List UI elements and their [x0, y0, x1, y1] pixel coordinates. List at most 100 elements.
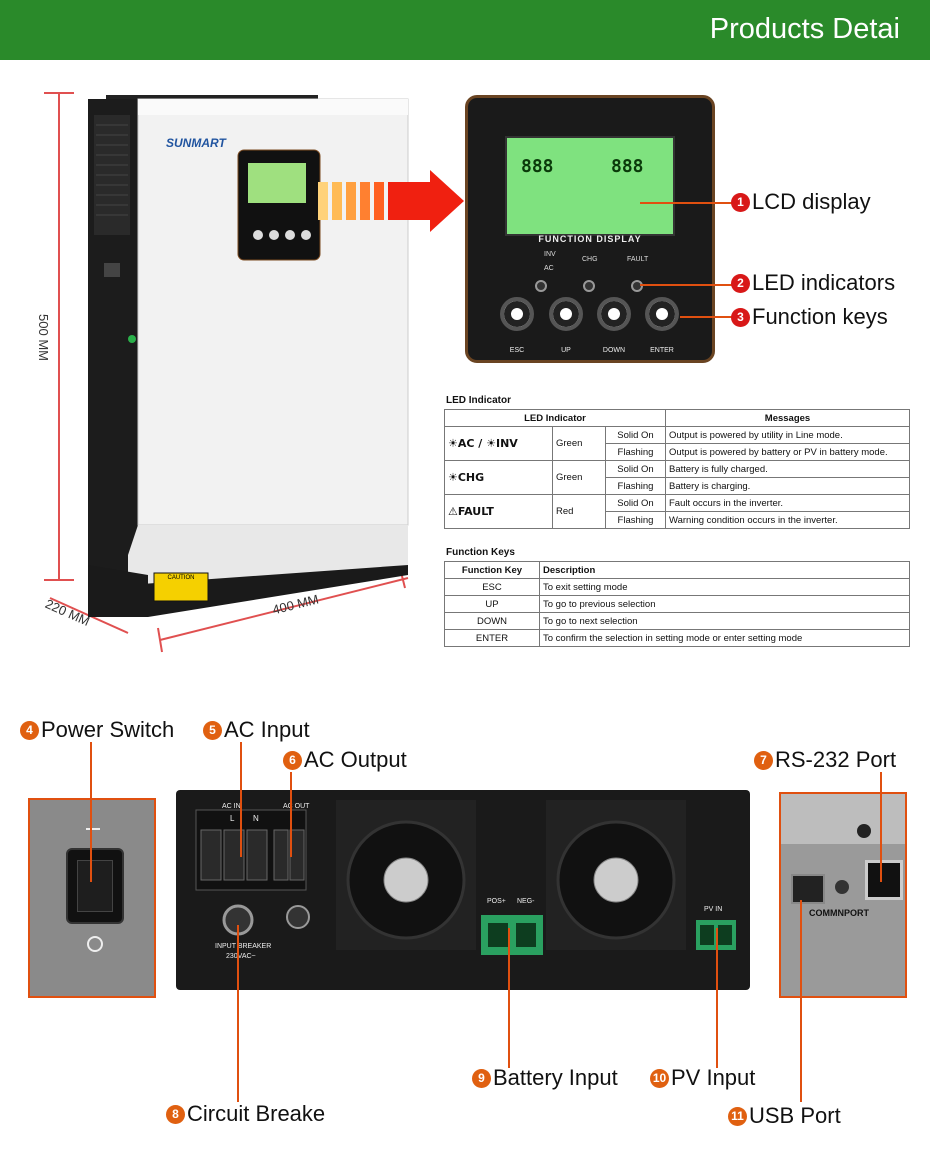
callout-label: Battery Input [493, 1065, 618, 1090]
breaker-rating-label: 230VAC~ [226, 953, 256, 960]
callout-label: Circuit Breake [187, 1101, 326, 1126]
callout-label: AC Output [304, 747, 407, 772]
table-header: Messages [665, 409, 910, 427]
table-cell: Battery is fully charged. [665, 460, 910, 478]
callout-label: PV Input [671, 1065, 756, 1090]
table-row: LED Indicator Messages [444, 409, 910, 427]
power-switch[interactable] [66, 848, 124, 924]
callout-label: AC Input [224, 717, 310, 742]
callout-line-4 [90, 742, 92, 882]
dim-tick-top [44, 92, 74, 94]
callout-number: 9 [472, 1068, 491, 1088]
table-row: ☀AC / ☀INV Green Solid On Output is powe… [444, 426, 910, 461]
table-row: DOWN To go to next selection [444, 612, 910, 630]
table-cell: ⚠FAULT [444, 494, 553, 529]
callout-line-7 [880, 772, 882, 882]
callout-line-9 [508, 928, 510, 1068]
keys-table-title: Function Keys [446, 547, 515, 558]
table-cell: Solid On [605, 426, 666, 444]
neg-label: NEG- [517, 898, 535, 905]
table-row: ⚠FAULT Red Solid On Fault occurs in the … [444, 494, 910, 529]
led-chg-label: CHG [582, 256, 598, 263]
led-fault-indicator [631, 280, 643, 292]
callout-label: RS-232 Port [775, 747, 897, 772]
callout-line-5 [240, 742, 242, 857]
led-chg-indicator [583, 280, 595, 292]
callout-line-2 [640, 284, 732, 286]
callout-label: USB Port [749, 1103, 841, 1128]
ac-out-label: AC OUT [283, 803, 310, 810]
pv-in-label: PV IN [704, 906, 723, 913]
callout-label: Power Switch [41, 717, 175, 742]
usb-port[interactable] [791, 874, 825, 904]
rs232-port[interactable] [865, 860, 903, 900]
led-indicator-table: LED Indicator Messages ☀AC / ☀INV Green … [444, 409, 910, 529]
header-bar: Products Detai [0, 0, 930, 60]
table-cell: ☀CHG [444, 460, 553, 495]
table-cell: Solid On [605, 494, 666, 512]
callout-line-11 [800, 900, 802, 1102]
enter-key[interactable] [645, 297, 679, 331]
table-cell: ☀AC / ☀INV [444, 426, 553, 461]
table-cell: UP [444, 595, 540, 613]
function-display-label: FUNCTION DISPLAY [538, 234, 642, 244]
callout-number: 1 [731, 192, 750, 212]
table-cell: Fault occurs in the inverter. [665, 494, 910, 512]
table-row: Flashing Warning condition occurs in the… [445, 511, 910, 529]
table-cell: Flashing [605, 443, 666, 461]
table-cell: Flashing [605, 477, 666, 495]
led-table-title: LED Indicator [446, 395, 512, 406]
table-header: Description [539, 561, 910, 579]
lcd-digits-left: 888 [521, 156, 554, 177]
callout-number: 10 [650, 1068, 669, 1088]
down-key[interactable] [597, 297, 631, 331]
up-key[interactable] [549, 297, 583, 331]
callout-number: 3 [731, 307, 750, 327]
led-ac-inv-indicator [535, 280, 547, 292]
l-label: L [230, 814, 235, 823]
callout-number: 11 [728, 1106, 747, 1126]
callout-number: 2 [731, 273, 750, 293]
lcd-digits-right: 888 [611, 156, 644, 177]
table-row: Function Key Description [444, 561, 910, 579]
brand-logo: SUNMART [166, 136, 226, 150]
zoom-arrow [318, 170, 464, 232]
function-keys-table: Function Key Description ESC To exit set… [444, 561, 910, 647]
table-cell: To go to previous selection [539, 595, 910, 613]
callout-line-10 [716, 928, 718, 1068]
enter-key-label: ENTER [650, 347, 674, 354]
power-switch-photo [28, 798, 156, 998]
up-key-label: UP [561, 347, 571, 354]
callout-line-6 [290, 772, 292, 857]
callout-number: 7 [754, 750, 773, 770]
led-ac-label: AC [544, 265, 554, 272]
table-row: ☀CHG Green Solid On Battery is fully cha… [444, 460, 910, 495]
table-cell: Green [552, 426, 606, 461]
table-cell: Battery is charging. [665, 477, 910, 495]
table-row: ESC To exit setting mode [444, 578, 910, 596]
commnport-label: COMMNPORT [809, 908, 869, 918]
callout-number: 5 [203, 720, 222, 740]
table-cell: Green [552, 460, 606, 495]
inverter-front-image: CAUTION [88, 95, 409, 617]
callout-number: 8 [166, 1104, 185, 1124]
led-fault-label: FAULT [627, 256, 649, 263]
n-label: N [253, 814, 259, 823]
callout-line-1 [640, 202, 732, 204]
lcd-screen: 888 888 [505, 136, 675, 236]
ports-photo: COMMNPORT [779, 792, 907, 998]
table-cell: Output is powered by battery or PV in ba… [665, 443, 910, 461]
esc-key[interactable] [500, 297, 534, 331]
table-cell: Red [552, 494, 606, 529]
table-cell: To go to next selection [539, 612, 910, 630]
ac-in-label: AC IN [222, 803, 241, 810]
rear-panel-photo [176, 790, 750, 990]
callout-number: 4 [20, 720, 39, 740]
